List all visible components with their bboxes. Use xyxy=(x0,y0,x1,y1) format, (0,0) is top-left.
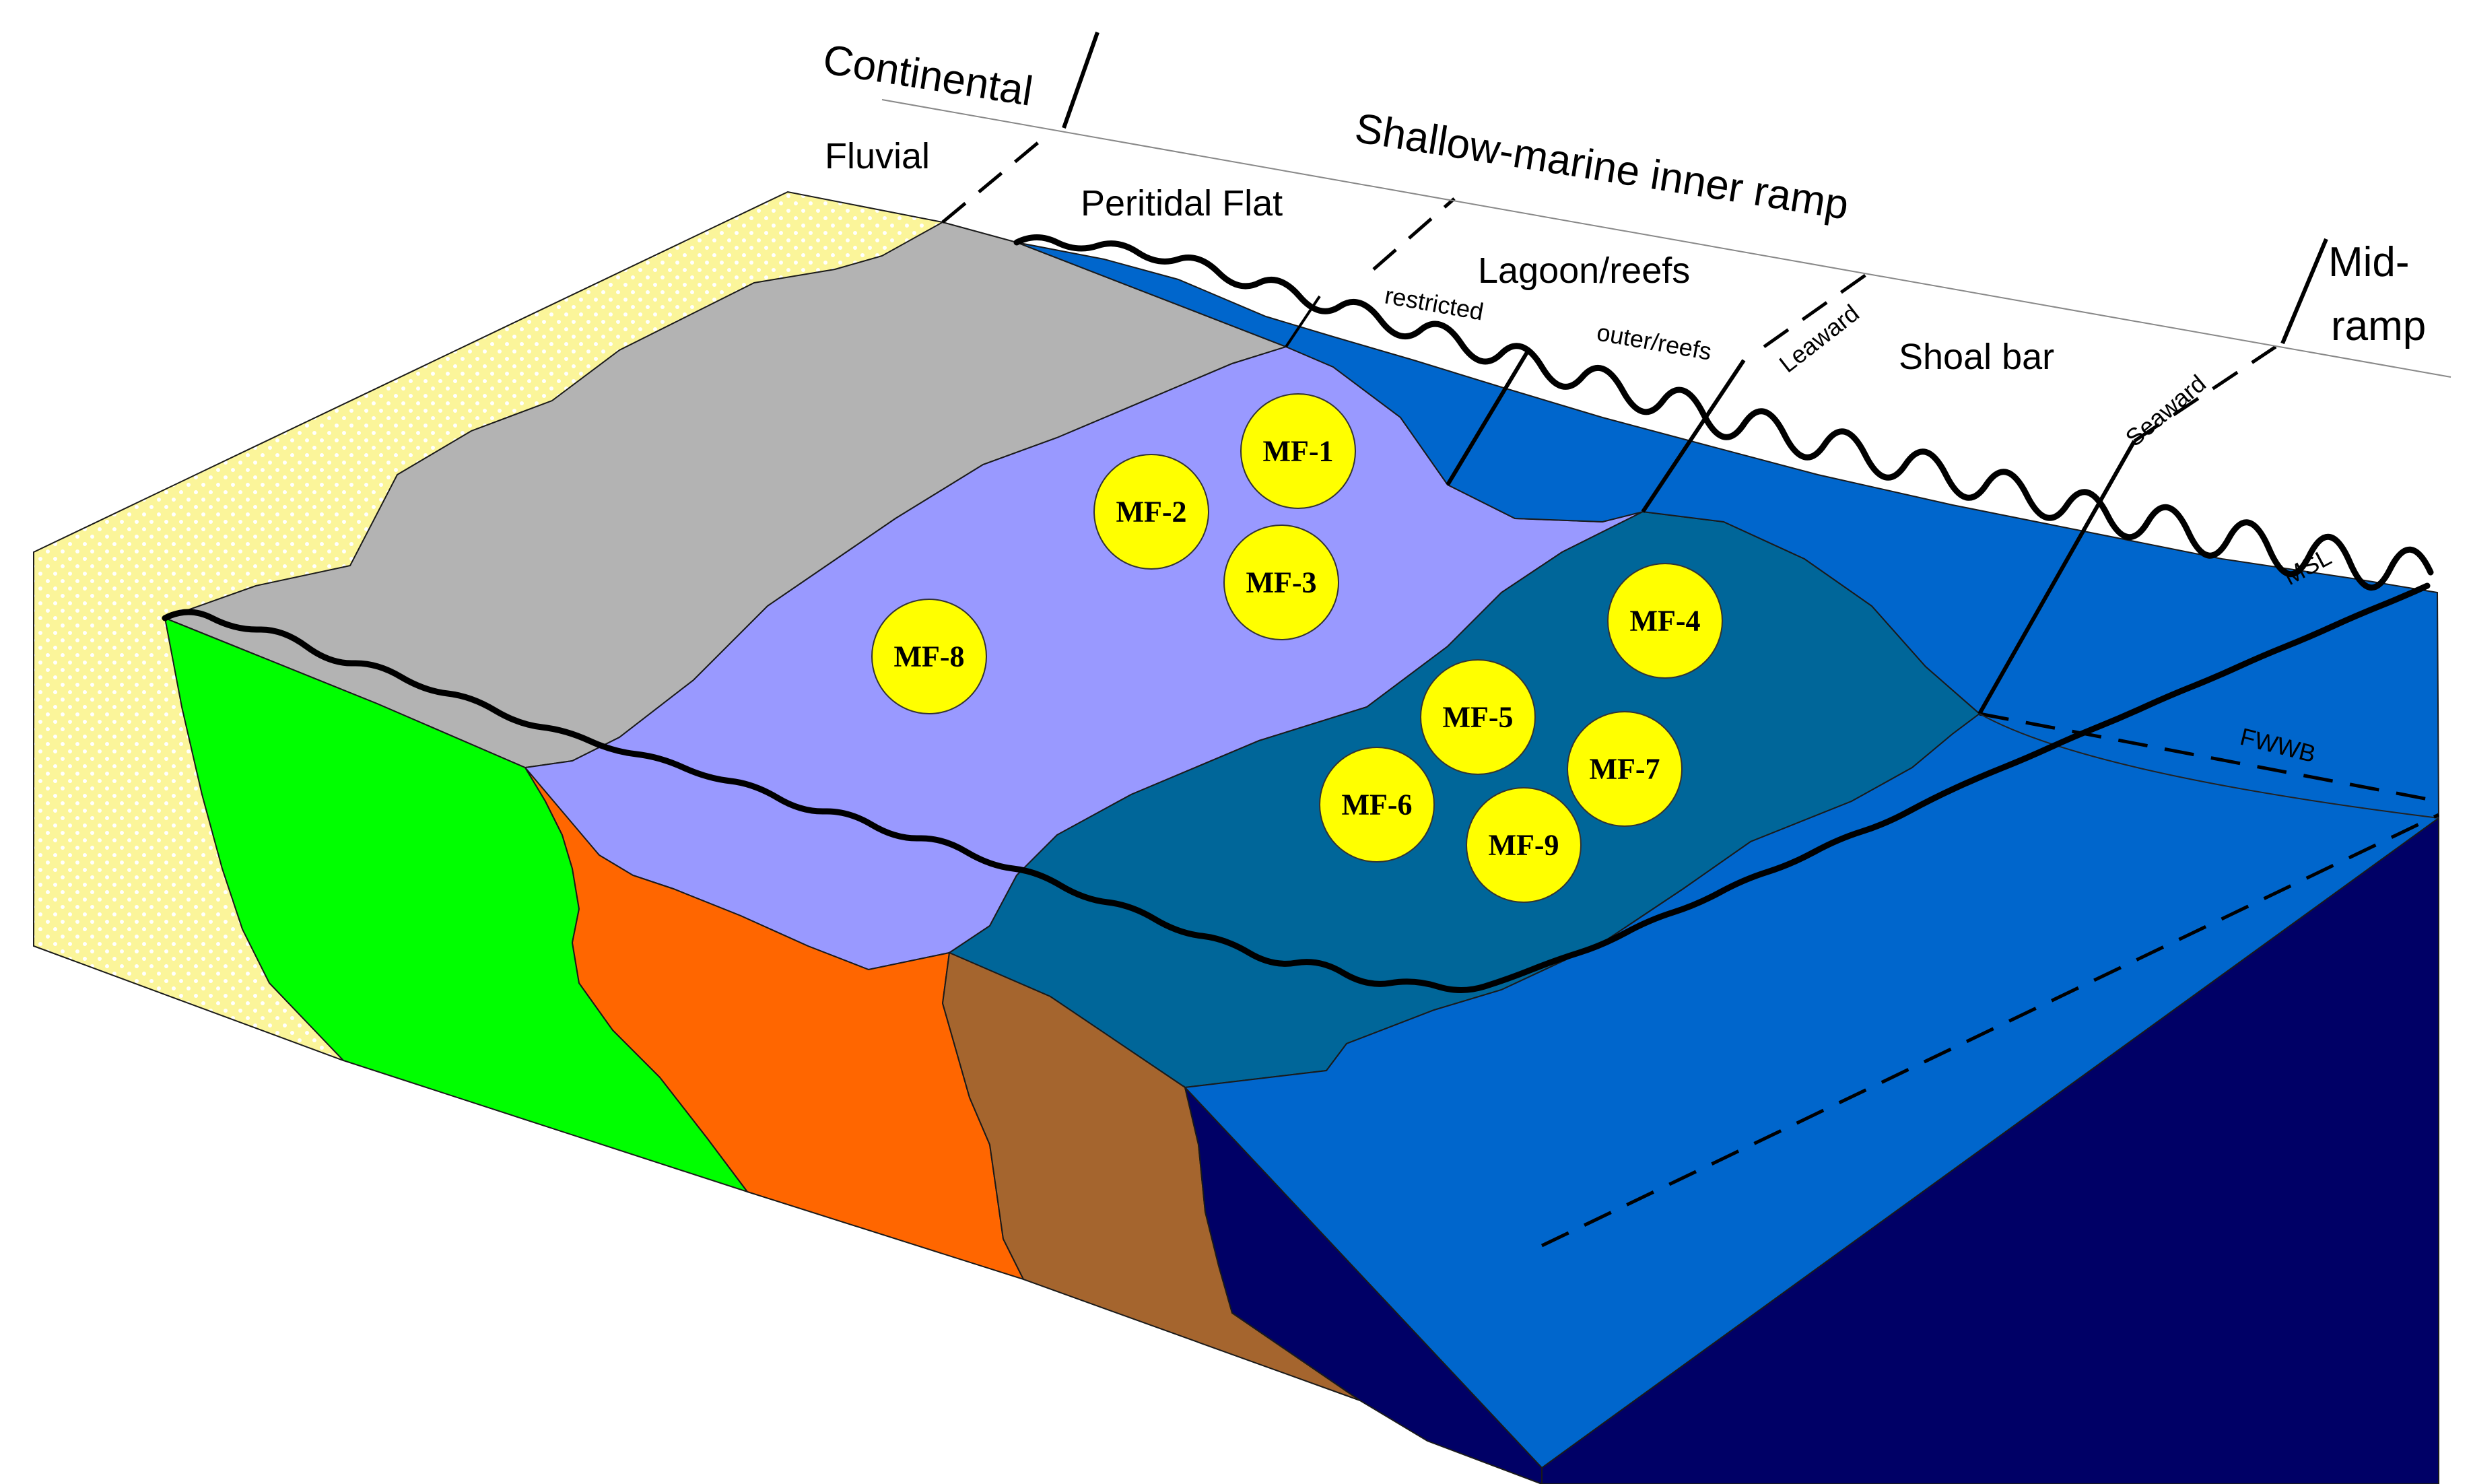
label-mid-ramp-2: ramp xyxy=(2331,303,2426,349)
svg-text:MF-1: MF-1 xyxy=(1262,435,1333,468)
fwwb-curve xyxy=(1979,713,2439,819)
mf-6-marker: MF-6 xyxy=(1319,747,1435,863)
mf-2-marker: MF-2 xyxy=(1093,454,1209,570)
boundary-restricted xyxy=(1446,349,1530,486)
svg-text:MF-2: MF-2 xyxy=(1116,496,1186,529)
boundary-peritidal xyxy=(1285,295,1321,348)
label-continental: Continental xyxy=(820,36,1036,115)
label-outer-reefs: outer/reefs xyxy=(1595,318,1714,366)
divider-mid-ramp xyxy=(2280,238,2328,345)
svg-text:MF-9: MF-9 xyxy=(1488,829,1559,862)
navy-front-layer xyxy=(1184,1085,1543,1484)
wavy-line-top xyxy=(1013,234,2434,591)
svg-text:MF-8: MF-8 xyxy=(893,640,964,673)
sep-peritidal xyxy=(1372,197,1456,271)
svg-text:MF-3: MF-3 xyxy=(1246,566,1316,599)
svg-text:MF-4: MF-4 xyxy=(1629,605,1700,638)
svg-text:MF-6: MF-6 xyxy=(1341,788,1412,821)
label-leaward: Leaward xyxy=(1774,299,1864,378)
label-shoal-bar: Shoal bar xyxy=(1899,337,2054,377)
label-restricted: restricted xyxy=(1383,281,1486,326)
fwwb-lower-dash xyxy=(1541,813,2440,1248)
mf-1-marker: MF-1 xyxy=(1240,393,1356,509)
mf-8-marker: MF-8 xyxy=(871,599,987,714)
fwwb-line xyxy=(1979,712,2439,803)
sep-lagoon xyxy=(1763,264,1880,349)
svg-text:MF-5: MF-5 xyxy=(1442,701,1513,734)
mf-5-marker: MF-5 xyxy=(1420,659,1536,775)
sep-continental xyxy=(941,137,1045,224)
svg-text:MF-7: MF-7 xyxy=(1589,753,1660,786)
label-fluvial: Fluvial xyxy=(825,136,930,176)
boundary-outer-reefs xyxy=(1641,359,1746,513)
mf-9-marker: MF-9 xyxy=(1466,787,1582,903)
wavy-line-middle xyxy=(162,582,2431,993)
divider-continental xyxy=(1062,32,1099,129)
label-lagoon-reefs: Lagoon/reefs xyxy=(1478,250,1690,291)
label-seaward: Seaward xyxy=(2120,369,2211,452)
label-mid-ramp-1: Mid- xyxy=(2328,239,2410,285)
ocean-zone xyxy=(1016,242,2440,1469)
baseline-top xyxy=(881,99,2451,378)
sep-shoal xyxy=(2133,345,2277,443)
boundary-shoal-seaward xyxy=(1977,440,2136,715)
label-peritidal-flat: Peritidal Flat xyxy=(1081,183,1283,224)
mf-3-marker: MF-3 xyxy=(1223,525,1339,640)
mf-4-marker: MF-4 xyxy=(1607,563,1723,679)
mf-7-marker: MF-7 xyxy=(1567,711,1683,827)
label-shallow-marine: Shallow-marine inner ramp xyxy=(1352,105,1852,229)
